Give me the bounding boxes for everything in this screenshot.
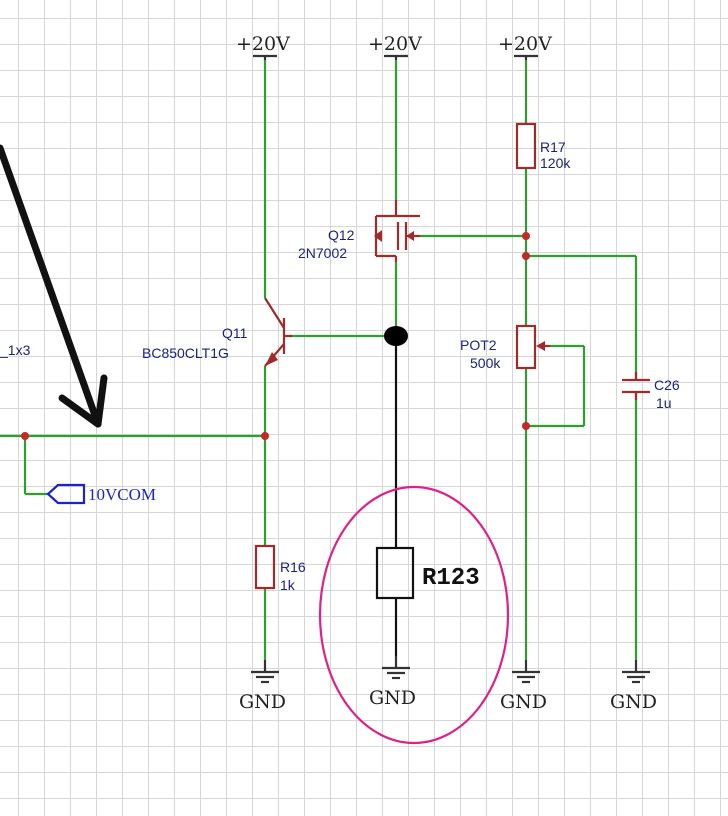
- transistor-q11[interactable]: Q11 BC850CLT1G: [142, 297, 292, 367]
- r17-ref: R17: [540, 139, 566, 155]
- junction-dot-large: [384, 326, 408, 346]
- power-label-3: +20V: [498, 33, 552, 55]
- power-label-1: +20V: [236, 33, 290, 55]
- pot2-ref: POT2: [460, 337, 497, 353]
- r16-value: 1k: [280, 577, 296, 593]
- resistor-r16[interactable]: R16 1k: [254, 544, 306, 593]
- ground-symbol-1: GND: [239, 660, 286, 713]
- q12-ref: Q12: [328, 227, 355, 243]
- power-symbol-3: +20V: [498, 33, 552, 60]
- c26-ref: C26: [654, 377, 680, 393]
- wires: [0, 60, 638, 660]
- capacitor-c26[interactable]: C26 1u: [622, 372, 680, 411]
- ground-label-1: GND: [239, 691, 286, 713]
- r17-value: 120k: [540, 155, 571, 171]
- q12-value: 2N7002: [298, 245, 347, 261]
- junction-dot: [522, 252, 530, 260]
- resistor-r17[interactable]: R17 120k: [515, 122, 571, 171]
- power-symbol-2: +20V: [368, 33, 422, 60]
- ground-label-2: GND: [369, 687, 416, 709]
- junction-dot: [522, 422, 530, 430]
- net-port-10vcom[interactable]: 10VCOM: [46, 483, 156, 505]
- q11-value: BC850CLT1G: [142, 345, 229, 361]
- junction-dot: [21, 432, 29, 440]
- q11-ref: Q11: [222, 325, 248, 341]
- c26-value: 1u: [656, 395, 672, 411]
- ground-label-3: GND: [500, 691, 547, 713]
- ground-symbol-4: GND: [610, 660, 657, 713]
- partial-part-label: _1x3: [0, 342, 31, 358]
- power-label-2: +20V: [368, 33, 422, 55]
- r16-ref: R16: [280, 559, 306, 575]
- net-label-10vcom: 10VCOM: [88, 485, 156, 504]
- junctions: [21, 232, 530, 440]
- r123-ref: R123: [422, 565, 480, 592]
- mosfet-q12[interactable]: Q12 2N7002: [298, 200, 420, 262]
- resistor-r123[interactable]: R123: [375, 546, 480, 600]
- junction-dot: [261, 432, 269, 440]
- potentiometer-pot2[interactable]: POT2 500k: [460, 324, 550, 371]
- ground-symbol-2: GND: [369, 656, 416, 709]
- power-symbol-1: +20V: [236, 33, 290, 60]
- pot2-value: 500k: [470, 355, 501, 371]
- junction-dot: [522, 232, 530, 240]
- ground-symbol-3: GND: [500, 660, 547, 713]
- highlight-ellipse: [318, 485, 510, 745]
- ground-label-4: GND: [610, 691, 657, 713]
- annotation-arrow: [0, 144, 108, 428]
